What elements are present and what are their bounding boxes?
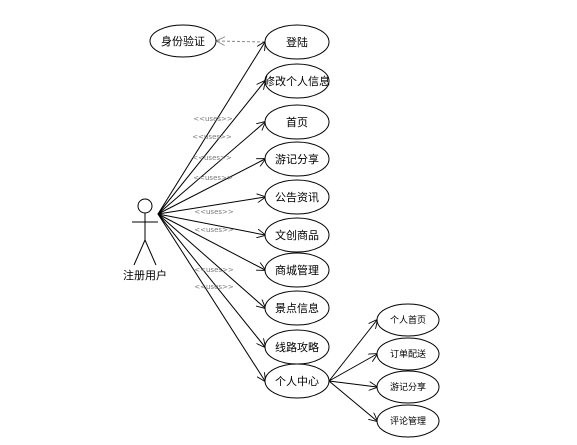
- edge-actor-personal-center: [157, 213, 265, 381]
- edge-center-comment-manage: [328, 380, 377, 421]
- use-case-order-delivery[interactable]: 订单配送: [376, 337, 440, 371]
- use-case-travel-share-label: 游记分享: [275, 152, 319, 166]
- use-case-travel-share[interactable]: 游记分享: [264, 141, 330, 177]
- edge-actor-home: [157, 122, 265, 215]
- edge-center-order-delivery: [328, 354, 377, 382]
- use-case-personal-center-label: 个人中心: [275, 375, 319, 388]
- uses-labels-layer: <<uses>> <<uses>> <<uses>> <<uses>> <<uses>>…: [192, 115, 234, 291]
- use-case-routes-label: 线路攻略: [275, 340, 319, 354]
- use-case-modify-info-label: 修改个人信息: [264, 74, 330, 88]
- actor-head: [137, 198, 153, 214]
- use-case-notice[interactable]: 公告资讯: [264, 179, 330, 215]
- use-case-personal-center[interactable]: 个人中心: [264, 363, 330, 399]
- uses-label-notice: <<uses>>: [192, 154, 232, 162]
- uses-label-scenic-info: <<uses>>: [194, 226, 234, 234]
- use-case-login[interactable]: 登陆: [264, 24, 330, 60]
- edge-actor-routes: [157, 213, 265, 347]
- use-case-travel-share-sub-label: 游记分享: [390, 381, 426, 393]
- use-case-shop-manage[interactable]: 商城管理: [264, 252, 330, 288]
- use-case-shop-manage-label: 商城管理: [275, 263, 319, 277]
- use-case-modify-info[interactable]: 修改个人信息: [264, 63, 330, 99]
- use-case-travel-share-sub[interactable]: 游记分享: [376, 370, 440, 404]
- use-case-scenic-info-ellipse: [264, 290, 330, 326]
- use-case-comment-manage[interactable]: 评论管理: [376, 404, 440, 438]
- edges-layer: [157, 41, 377, 421]
- uses-label-products: <<uses>>: [193, 174, 233, 182]
- edge-actor-shop-manage: [157, 213, 265, 270]
- use-case-travel-share-ellipse: [264, 141, 330, 177]
- edge-actor-travel-share: [157, 159, 265, 215]
- use-case-login-label: 登陆: [286, 35, 308, 49]
- use-case-auth-ellipse: [149, 24, 217, 58]
- actor-registered-user[interactable]: 注册用户: [123, 198, 167, 282]
- use-case-products-ellipse: [264, 217, 330, 253]
- use-case-home[interactable]: 首页: [264, 104, 330, 140]
- actor-left-leg: [133, 239, 146, 266]
- use-case-personal-center-ellipse: [264, 363, 330, 399]
- use-case-personal-home-ellipse: [376, 303, 440, 337]
- use-case-order-delivery-ellipse: [376, 337, 440, 371]
- use-case-notice-label: 公告资讯: [275, 191, 319, 204]
- use-case-auth-label: 身份验证: [161, 34, 205, 48]
- use-case-comment-manage-ellipse: [376, 404, 440, 438]
- use-case-auth[interactable]: 身份验证: [149, 24, 217, 58]
- edge-actor-products: [157, 213, 265, 235]
- uses-label-travel-share: <<uses>>: [192, 133, 232, 141]
- use-case-personal-home-label: 个人首页: [390, 314, 426, 326]
- use-case-personal-home[interactable]: 个人首页: [376, 303, 440, 337]
- edge-actor-modify-info: [157, 81, 265, 215]
- use-case-order-delivery-label: 订单配送: [390, 348, 426, 360]
- use-case-comment-manage-label: 评论管理: [390, 415, 426, 427]
- uses-label-routes: <<uses>>: [194, 266, 234, 274]
- actor-right-leg: [144, 239, 157, 266]
- uses-label-personal-center: <<uses>>: [194, 283, 234, 291]
- uses-label-home: <<uses>>: [193, 115, 233, 123]
- use-case-products[interactable]: 文创商品: [264, 217, 330, 253]
- use-case-scenic-info-label: 景点信息: [275, 301, 319, 315]
- edge-center-personal-home: [328, 320, 377, 382]
- use-case-routes[interactable]: 线路攻略: [264, 329, 330, 365]
- use-case-home-ellipse: [264, 104, 330, 140]
- use-case-notice-ellipse: [264, 179, 330, 215]
- use-case-shop-manage-ellipse: [264, 252, 330, 288]
- uses-label-shop-manage: <<uses>>: [194, 208, 234, 216]
- edge-actor-notice: [157, 197, 265, 215]
- use-case-modify-info-ellipse: [264, 63, 330, 99]
- edge-actor-login: [157, 42, 265, 215]
- use-case-home-label: 首页: [286, 115, 308, 129]
- edge-actor-scenic-info: [157, 213, 265, 308]
- actor-label: 注册用户: [123, 268, 167, 282]
- edge-login-auth: [217, 41, 266, 42]
- use-case-travel-share-sub-ellipse: [376, 370, 440, 404]
- use-case-login-ellipse: [264, 24, 330, 60]
- use-case-scenic-info[interactable]: 景点信息: [264, 290, 330, 326]
- use-case-products-label: 文创商品: [275, 228, 319, 242]
- edge-center-travel-share-sub: [328, 380, 377, 387]
